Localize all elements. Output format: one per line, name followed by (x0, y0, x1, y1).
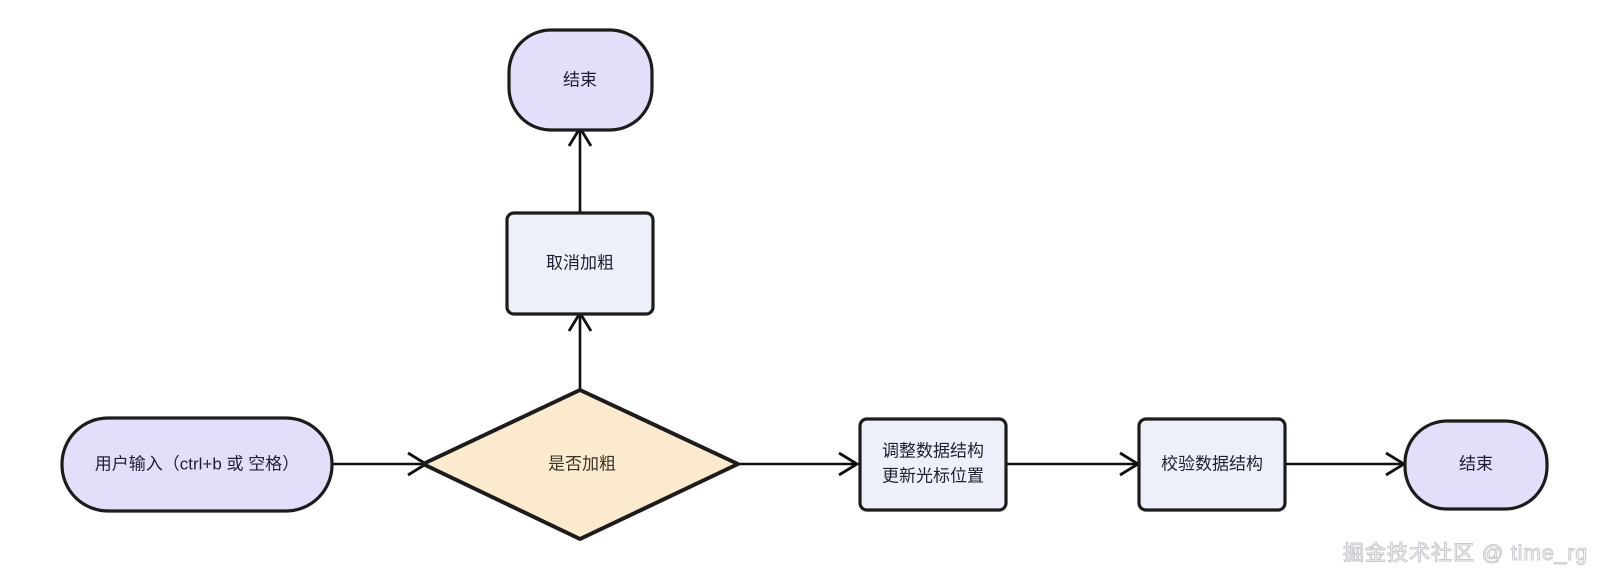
node-adjust-label-line-1: 调整数据结构 (882, 441, 984, 460)
node-end-top-label: 结束 (563, 70, 597, 89)
node-adjust[interactable]: 调整数据结构 更新光标位置 (858, 417, 1008, 512)
node-start-label: 用户输入（ctrl+b 或 空格） (95, 454, 300, 473)
node-start-shape[interactable] (60, 416, 334, 513)
node-unbold-shape[interactable] (505, 211, 655, 316)
node-start[interactable]: 用户输入（ctrl+b 或 空格） (60, 416, 334, 513)
node-decision[interactable]: 是否加粗 (421, 388, 740, 541)
node-end-right[interactable]: 结束 (1403, 419, 1549, 511)
node-unbold[interactable]: 取消加粗 (505, 211, 655, 316)
node-end-top[interactable]: 结束 (507, 28, 654, 132)
node-verify-shape[interactable] (1137, 417, 1287, 512)
node-adjust-label-line-2: 更新光标位置 (882, 466, 984, 485)
node-end-right-shape[interactable] (1403, 419, 1549, 511)
watermark-text: 掘金技术社区 @ time_rg (1342, 542, 1588, 566)
edge-unbold-to-end-top (567, 125, 593, 213)
edge-decision-to-adjust (738, 451, 860, 477)
node-decision-label: 是否加粗 (548, 454, 616, 473)
edge-verify-to-end-right (1286, 451, 1407, 477)
edge-adjust-to-verify (1007, 451, 1141, 477)
edge-start-to-decision (333, 451, 429, 477)
node-end-top-shape[interactable] (507, 28, 654, 132)
node-end-right-label: 结束 (1459, 454, 1493, 473)
edge-decision-to-unbold (567, 310, 593, 390)
node-unbold-label: 取消加粗 (546, 253, 614, 272)
node-adjust-shape[interactable] (858, 417, 1008, 512)
node-verify[interactable]: 校验数据结构 (1137, 417, 1287, 512)
node-decision-shape[interactable] (421, 388, 740, 541)
node-verify-label: 校验数据结构 (1161, 454, 1263, 473)
